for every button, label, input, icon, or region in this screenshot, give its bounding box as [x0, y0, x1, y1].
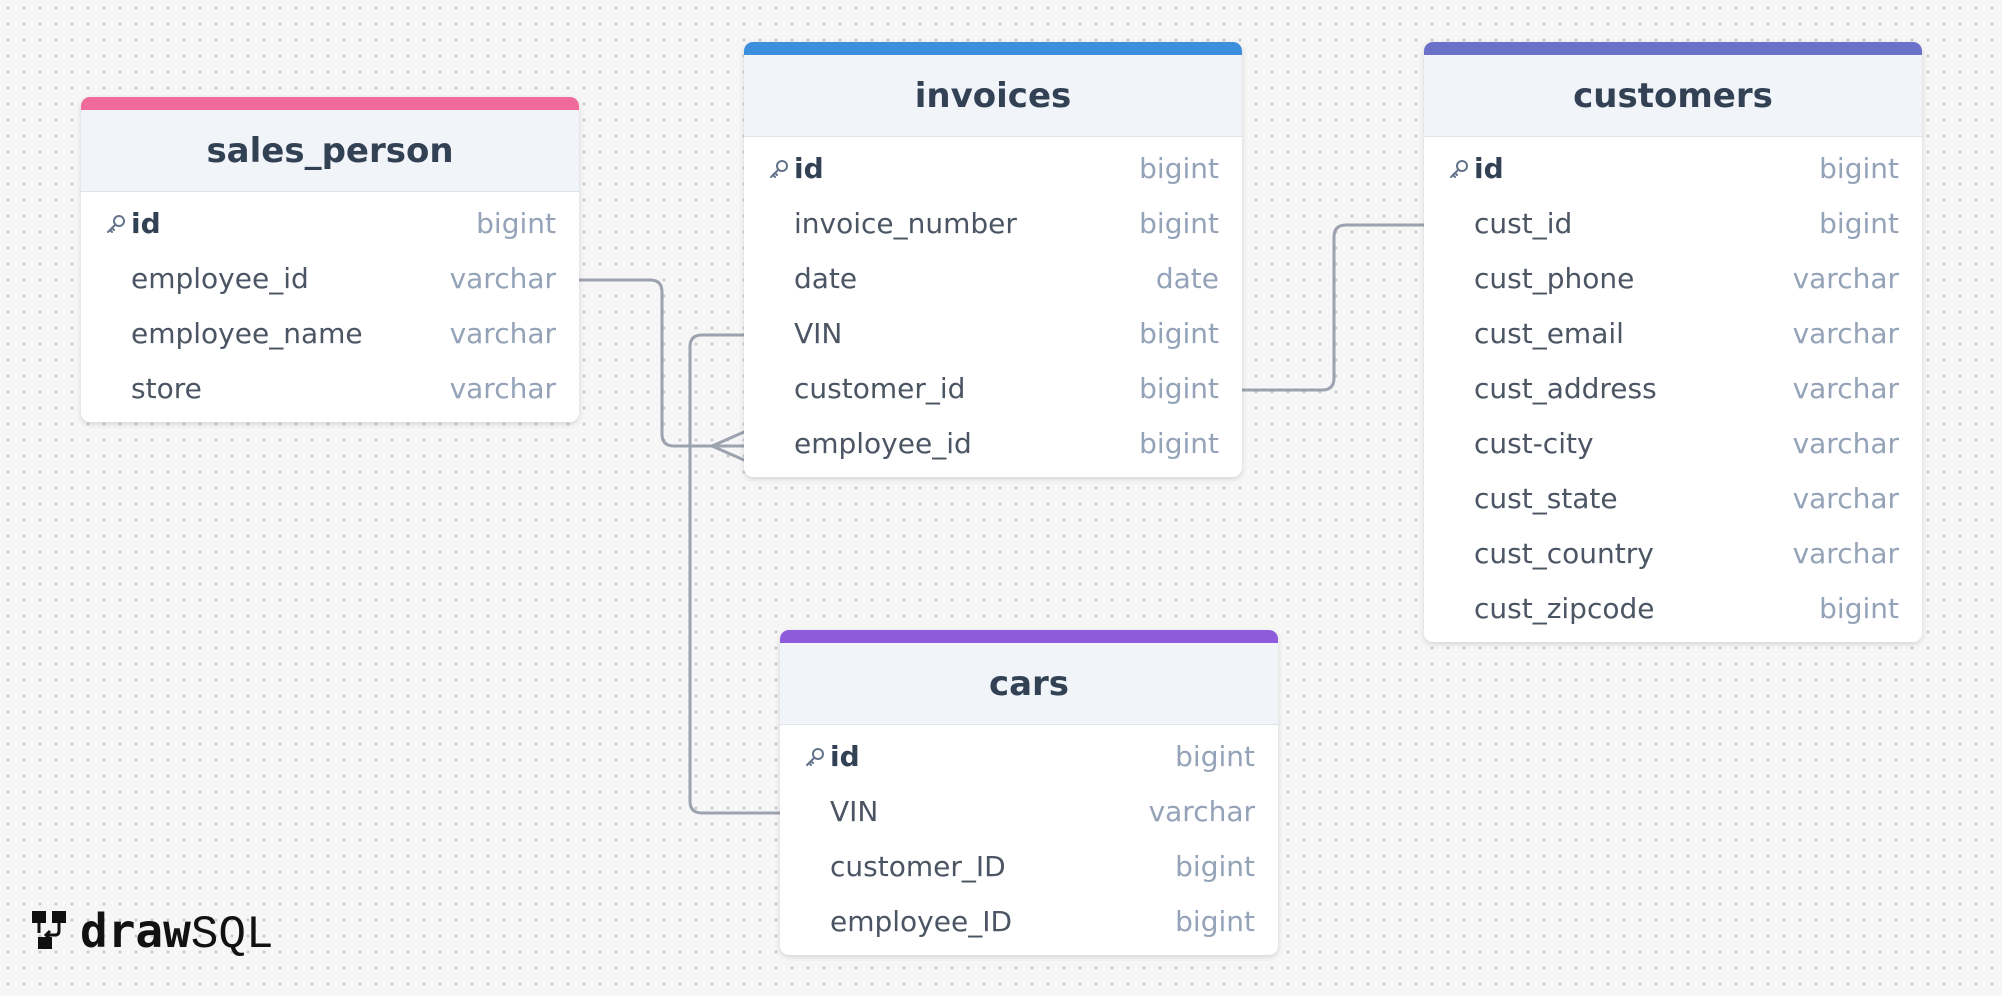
column-name: cust_email	[1474, 317, 1624, 350]
column-type: bigint	[1139, 152, 1219, 185]
table-title[interactable]: sales_person	[81, 110, 579, 192]
column-name: cust_phone	[1474, 262, 1635, 295]
column-name: cust_id	[1474, 207, 1573, 240]
relation-sales-person-invoices[interactable]	[578, 278, 746, 448]
column-row[interactable]: employee_name varchar	[81, 306, 579, 361]
table-accent-bar	[1424, 42, 1922, 55]
column-type: date	[1155, 262, 1219, 295]
column-name: invoice_number	[794, 207, 1017, 240]
column-type: varchar	[449, 372, 556, 405]
column-type: varchar	[1792, 317, 1899, 350]
column-name: VIN	[794, 317, 843, 350]
column-name: customer_ID	[830, 850, 1006, 883]
column-name: employee_id	[794, 427, 972, 460]
column-row[interactable]: VIN bigint	[744, 306, 1242, 361]
column-row[interactable]: VIN varchar	[780, 784, 1278, 839]
table-title[interactable]: cars	[780, 643, 1278, 725]
table-cars[interactable]: cars id bigint VIN varchar customer_ID b…	[780, 630, 1278, 955]
column-name: id	[1474, 152, 1504, 185]
column-name: cust_country	[1474, 537, 1654, 570]
column-type: bigint	[1175, 740, 1255, 773]
column-name: cust_address	[1474, 372, 1657, 405]
table-title[interactable]: invoices	[744, 55, 1242, 137]
key-icon	[764, 154, 794, 184]
column-type: bigint	[1139, 372, 1219, 405]
column-row[interactable]: customer_id bigint	[744, 361, 1242, 416]
table-invoices[interactable]: invoices id bigint invoice_number bigint…	[744, 42, 1242, 477]
table-accent-bar	[744, 42, 1242, 55]
column-type: bigint	[1175, 905, 1255, 938]
column-name: store	[131, 372, 202, 405]
column-row[interactable]: date date	[744, 251, 1242, 306]
relation-cars-invoices[interactable]	[688, 333, 782, 815]
column-type: varchar	[1792, 537, 1899, 570]
column-name: cust_state	[1474, 482, 1618, 515]
column-type: varchar	[449, 262, 556, 295]
column-type: bigint	[1175, 850, 1255, 883]
key-icon	[1444, 154, 1474, 184]
table-title[interactable]: customers	[1424, 55, 1922, 137]
column-name: customer_id	[794, 372, 966, 405]
drawsql-logo-icon	[30, 907, 74, 957]
column-name: id	[131, 207, 161, 240]
drawsql-logo[interactable]: drawSQL	[30, 904, 274, 961]
column-row[interactable]: id bigint	[81, 196, 579, 251]
column-name: VIN	[830, 795, 879, 828]
table-sales-person[interactable]: sales_person id bigint employee_id varch…	[81, 97, 579, 422]
column-row[interactable]: cust_email varchar	[1424, 306, 1922, 361]
column-name: id	[794, 152, 824, 185]
column-type: bigint	[1139, 317, 1219, 350]
column-row[interactable]: cust_phone varchar	[1424, 251, 1922, 306]
column-type: varchar	[1792, 427, 1899, 460]
table-customers[interactable]: customers id bigint cust_id bigint cust_…	[1424, 42, 1922, 642]
key-icon	[800, 742, 830, 772]
column-row[interactable]: cust-city varchar	[1424, 416, 1922, 471]
column-row[interactable]: cust_address varchar	[1424, 361, 1922, 416]
column-type: varchar	[1792, 482, 1899, 515]
column-row[interactable]: employee_id varchar	[81, 251, 579, 306]
column-name: id	[830, 740, 860, 773]
crows-foot-icon	[710, 430, 746, 462]
relation-invoices-customers[interactable]	[1240, 223, 1426, 392]
column-row[interactable]: cust_state varchar	[1424, 471, 1922, 526]
column-row[interactable]: store varchar	[81, 361, 579, 416]
table-accent-bar	[81, 97, 579, 110]
logo-text-draw: draw	[80, 903, 191, 958]
column-type: bigint	[1139, 427, 1219, 460]
column-name: cust_zipcode	[1474, 592, 1655, 625]
column-name: employee_name	[131, 317, 363, 350]
column-type: varchar	[1792, 262, 1899, 295]
table-accent-bar	[780, 630, 1278, 643]
column-row[interactable]: employee_ID bigint	[780, 894, 1278, 949]
column-name: employee_id	[131, 262, 309, 295]
column-name: cust-city	[1474, 427, 1594, 460]
column-type: bigint	[1139, 207, 1219, 240]
column-type: varchar	[1148, 795, 1255, 828]
column-type: varchar	[1792, 372, 1899, 405]
column-row[interactable]: invoice_number bigint	[744, 196, 1242, 251]
column-row[interactable]: id bigint	[1424, 141, 1922, 196]
column-type: bigint	[1819, 207, 1899, 240]
column-name: date	[794, 262, 858, 295]
column-row[interactable]: id bigint	[744, 141, 1242, 196]
column-row[interactable]: cust_zipcode bigint	[1424, 581, 1922, 636]
column-type: bigint	[1819, 592, 1899, 625]
column-row[interactable]: id bigint	[780, 729, 1278, 784]
drawsql-logo-text: drawSQL	[80, 904, 274, 961]
column-row[interactable]: cust_country varchar	[1424, 526, 1922, 581]
column-type: bigint	[1819, 152, 1899, 185]
column-type: bigint	[476, 207, 556, 240]
column-row[interactable]: customer_ID bigint	[780, 839, 1278, 894]
column-type: varchar	[449, 317, 556, 350]
column-row[interactable]: cust_id bigint	[1424, 196, 1922, 251]
column-name: employee_ID	[830, 905, 1013, 938]
key-icon	[101, 209, 131, 239]
logo-text-sql: SQL	[190, 908, 274, 961]
column-row[interactable]: employee_id bigint	[744, 416, 1242, 471]
